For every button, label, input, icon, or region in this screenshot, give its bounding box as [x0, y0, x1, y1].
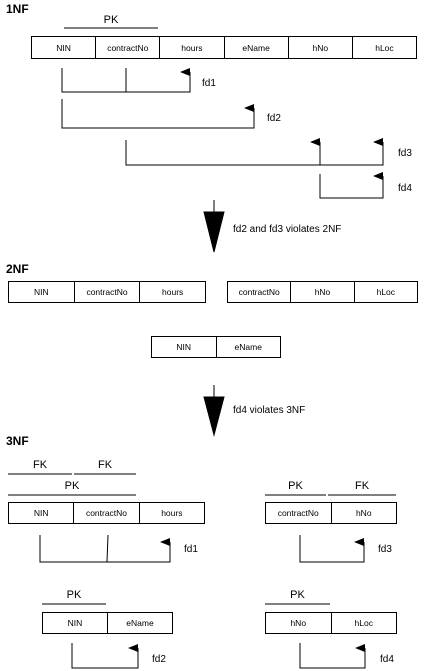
relation-3nf-b: contractNo hNo: [265, 502, 397, 524]
fd4-label-1nf: fd4: [398, 183, 412, 194]
pk-label-3nf-b: PK: [288, 480, 303, 492]
column-ename: eName: [126, 618, 154, 628]
heading-2nf: 2NF: [6, 262, 29, 276]
column-ename: eName: [225, 37, 289, 58]
fd3-label-1nf: fd3: [398, 148, 412, 159]
pk-label-3nf-c: PK: [66, 589, 82, 601]
column-nin: NIN: [9, 282, 75, 302]
column-hloc: hLoc: [354, 618, 373, 628]
note-2nf-violation: fd2 and fd3 violates 2NF: [233, 224, 342, 235]
fd3-arrow-1nf: [125, 138, 384, 166]
fd2-arrow-1nf: [61, 99, 255, 129]
pk-label-3nf-d: PK: [290, 589, 305, 601]
fd3-arrow-3nf: [299, 535, 365, 563]
relation-2nf-b: contractNo hNo hLoc: [227, 281, 418, 303]
column-hno: hNo: [355, 508, 372, 518]
fd1-label-1nf: fd1: [202, 78, 216, 89]
relation-2nf-a: NIN contractNo hours: [8, 281, 206, 303]
fd2-label-1nf: fd2: [267, 113, 281, 124]
relation-2nf-c: NIN eName: [151, 336, 281, 358]
column-contractno: contractNo: [75, 282, 141, 302]
column-hloc: hLoc: [376, 287, 396, 297]
column-nin: NIN: [43, 613, 108, 633]
pk-label-1nf: PK: [103, 14, 119, 26]
fd2-label-3nf: fd2: [152, 654, 166, 665]
column-nin: NIN: [152, 337, 217, 357]
column-hno: hNo: [291, 282, 355, 302]
fk-label-nin: FK: [32, 459, 48, 471]
column-contractno: contractNo: [266, 503, 332, 523]
note-3nf-violation: fd4 violates 3NF: [233, 405, 306, 416]
fk-label-contractno: FK: [97, 459, 113, 471]
pk-label-3nf-a: PK: [64, 480, 80, 492]
column-contractno: contractNo: [96, 37, 161, 58]
column-ename: eName: [234, 342, 262, 352]
relation-1nf: NIN contractNo hours eName hNo hLoc: [31, 36, 417, 59]
column-nin: NIN: [32, 37, 97, 58]
relation-3nf-c: NIN eName: [42, 612, 173, 634]
heading-1nf: 1NF: [6, 2, 29, 16]
transition-arrow-3nf: [203, 385, 225, 437]
fd4-arrow-1nf: [319, 172, 384, 199]
column-hloc: hLoc: [375, 42, 394, 53]
column-hno: hNo: [266, 613, 332, 633]
column-hno: hNo: [289, 37, 353, 58]
transition-arrow-2nf: [203, 200, 225, 253]
fd4-arrow-3nf: [299, 643, 366, 669]
column-hours: hours: [162, 287, 184, 297]
relation-3nf-d: hNo hLoc: [265, 612, 397, 634]
column-contractno: contractNo: [228, 282, 292, 302]
fd2-arrow-3nf: [71, 643, 139, 669]
column-hours: hours: [161, 508, 183, 518]
column-hours: hours: [160, 37, 225, 58]
column-nin: NIN: [9, 503, 75, 523]
relation-3nf-a: NIN contractNo hours: [8, 502, 205, 524]
fd1-label-3nf: fd1: [184, 544, 198, 555]
heading-3nf: 3NF: [6, 434, 29, 448]
fk-label-3nf-b: FK: [354, 480, 370, 492]
fd1-arrow-3nf: [39, 535, 171, 563]
fd1-tick-3nf: [106, 534, 109, 563]
fd4-label-3nf: fd4: [380, 654, 394, 665]
fd3-label-3nf: fd3: [378, 544, 392, 555]
column-contractno: contractNo: [74, 503, 140, 523]
